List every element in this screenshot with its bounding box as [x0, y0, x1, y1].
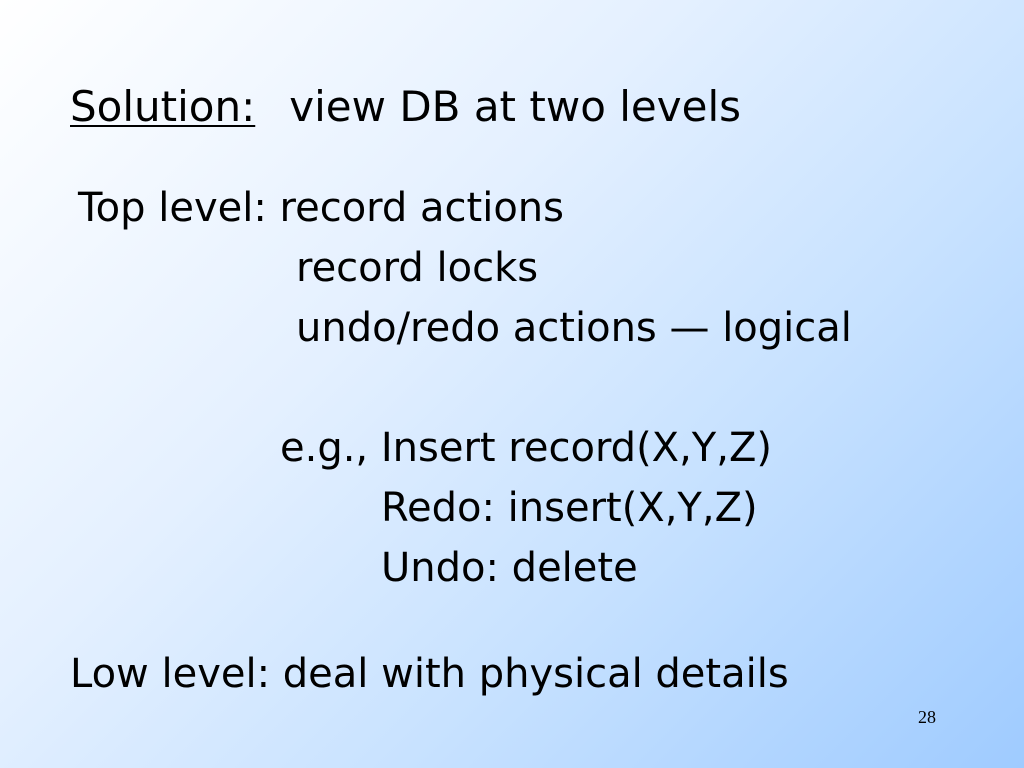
title-label: Solution:: [70, 82, 256, 131]
top-level-item-undo-redo: undo/redo actions — logical: [296, 305, 852, 351]
low-level-line: Low level: deal with physical details: [70, 651, 789, 697]
example-undo-line: Undo: delete: [381, 545, 638, 591]
example-redo-line: Redo: insert(X,Y,Z): [381, 485, 758, 531]
title-text: view DB at two levels: [289, 82, 741, 131]
slide-title: Solution:view DB at two levels: [70, 86, 741, 128]
example-line: e.g., Insert record(X,Y,Z): [280, 425, 772, 471]
top-level-item-record-locks: record locks: [296, 245, 539, 291]
top-level-line: Top level: record actions: [78, 185, 564, 231]
page-number: 28: [918, 707, 936, 727]
